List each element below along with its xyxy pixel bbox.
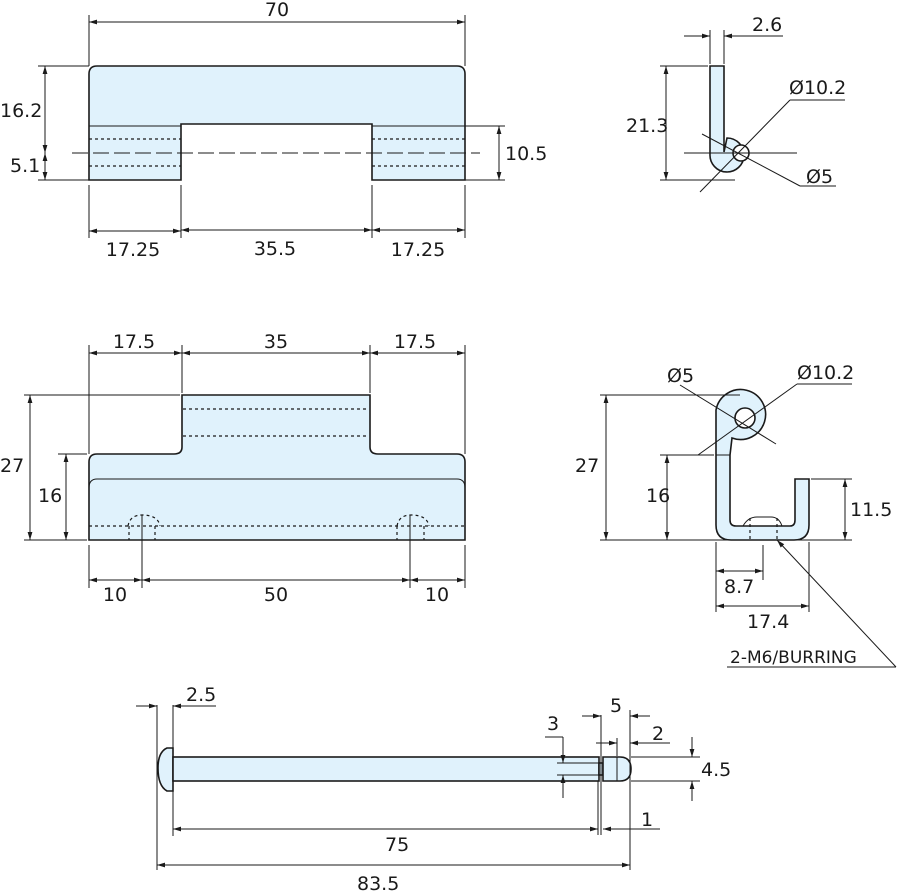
dim-overall-height: 27 — [0, 455, 24, 477]
dim-bottom-segment-left: 10 — [103, 584, 127, 606]
view-pin: 2.5 3 5 2 4.5 1 75 83.5 — [136, 684, 731, 894]
dim-overall-width: 70 — [265, 0, 289, 21]
view-top-left: 70 16.2 5.1 10.5 17.25 35.5 17.25 — [0, 0, 547, 261]
pin-shank — [172, 756, 600, 782]
dim-thickness: 2.6 — [752, 14, 782, 36]
leaf-profile — [709, 65, 745, 173]
hinge-front-body — [88, 394, 466, 541]
view-top-right: 2.6 21.3 Ø10.2 Ø5 — [626, 14, 846, 193]
dim-tip-length: 5 — [610, 695, 622, 717]
dim-shank-length: 75 — [385, 834, 409, 856]
dim-knuckle-height: 10.5 — [505, 143, 547, 165]
dim-outer-diameter: Ø10.2 — [797, 362, 854, 384]
dim-tip-radius-length: 2 — [652, 723, 664, 745]
dim-overall-length: 83.5 — [357, 873, 399, 894]
dim-base-height: 16 — [38, 485, 62, 507]
dim-lip-height: 11.5 — [850, 499, 892, 521]
dim-overall-height: 27 — [575, 455, 599, 477]
dim-groove-width: 3 — [547, 713, 559, 735]
dim-bottom-segment-right: 10 — [425, 584, 449, 606]
dim-inner-diameter: Ø5 — [806, 166, 833, 188]
leaf-body — [88, 65, 466, 181]
dim-height: 16.2 — [0, 100, 42, 122]
dim-hole-offset: 8.7 — [724, 576, 754, 598]
dim-head-thickness: 2.5 — [186, 684, 216, 706]
dim-top-segment-middle: 35 — [264, 331, 288, 353]
view-middle-right: 27 16 11.5 8.7 17.4 Ø5 Ø10.2 2-M6/BURRIN… — [575, 362, 897, 668]
dim-outer-diameter: Ø10.2 — [789, 77, 846, 99]
dim-body-height: 16 — [646, 485, 670, 507]
dim-height: 21.3 — [626, 115, 668, 137]
pin-hole — [734, 407, 756, 429]
dim-segment-middle: 35.5 — [254, 238, 296, 260]
dim-diameter: 4.5 — [701, 759, 731, 781]
dim-width: 17.4 — [747, 611, 789, 633]
dim-segment-left: 17.25 — [106, 239, 160, 261]
dim-top-segment-left: 17.5 — [113, 331, 155, 353]
dim-top-segment-right: 17.5 — [394, 331, 436, 353]
dim-gap: 1 — [641, 809, 653, 831]
dim-bottom-segment-middle: 50 — [264, 584, 288, 606]
note-burring: 2-M6/BURRING — [730, 648, 857, 668]
pin-head — [157, 747, 174, 792]
dim-knuckle-offset: 5.1 — [10, 155, 40, 177]
dim-inner-diameter: Ø5 — [667, 365, 694, 387]
dim-segment-right: 17.25 — [391, 239, 445, 261]
view-middle-left: 17.5 35 17.5 27 16 10 50 10 — [0, 331, 466, 606]
